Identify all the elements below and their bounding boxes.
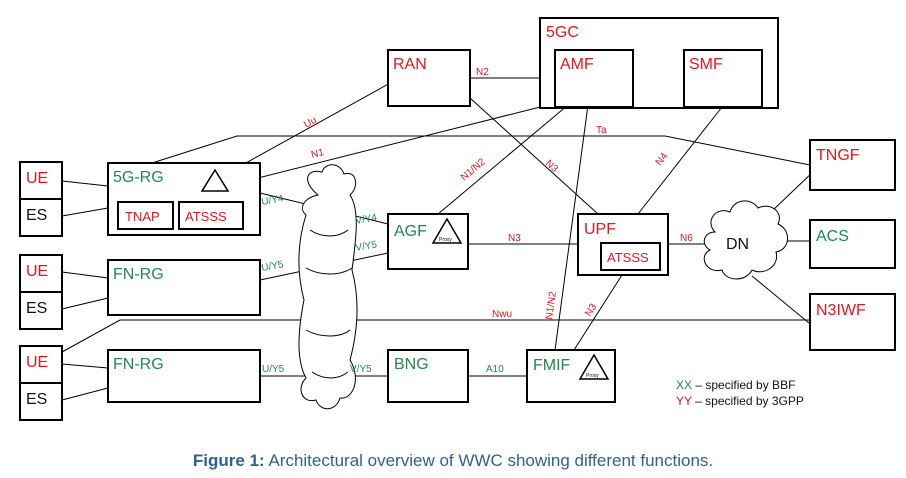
atsss-upf-label: ATSSS [607, 250, 649, 265]
line-ta [151, 135, 811, 166]
if-a10: A10 [486, 364, 504, 375]
n3iwf-label: N3IWF [816, 302, 866, 319]
line-amf-fmif [554, 104, 589, 351]
atsss-rg-label: ATSSS [185, 209, 227, 224]
if-n1n2-fmif: N1/N2 [544, 290, 559, 320]
upf-box: UPF ATSSS [577, 213, 669, 276]
ue-1-label: UE [26, 170, 48, 187]
legend-yy-text: – specified by 3GPP [692, 394, 804, 408]
fn-rg-box-1: FN-RG [107, 259, 261, 316]
es-box-1: ES [19, 198, 63, 237]
caption-label: Figure 1: [192, 451, 265, 470]
fn-rg-2-label: FN-RG [113, 356, 164, 373]
if-n3-fmif: N3 [583, 302, 599, 319]
fn-rg-box-2: FN-RG [107, 349, 261, 403]
line-ran-upf [469, 97, 599, 215]
agf-box: AGF Proxy [387, 213, 469, 270]
line-upf-fmif [573, 274, 623, 351]
ue-box-2: UE [19, 254, 63, 293]
smf-box: SMF [683, 49, 763, 108]
if-ta: Ta [596, 125, 607, 136]
if-n4: N4 [654, 151, 671, 168]
amf-label: AMF [560, 56, 594, 73]
agf-proxy-triangle [431, 217, 463, 244]
rg-proxy-triangle [200, 168, 230, 192]
agf-label: AGF [394, 223, 427, 240]
upf-label: UPF [584, 221, 616, 238]
es-box-3: ES [19, 382, 63, 421]
if-uy5-fn2: U/Y5 [262, 364, 285, 375]
legend: XX – specified by BBF YY – specified by … [676, 378, 804, 408]
access-network-cloud [298, 164, 358, 410]
if-nwu: Nwu [492, 309, 512, 320]
line-dn-n3iwf [751, 275, 816, 329]
line-rg-amf [229, 101, 561, 186]
if-vy4: V/Y4 [355, 212, 379, 227]
legend-bbf: XX – specified by BBF [676, 378, 795, 392]
if-n3-agf: N3 [508, 233, 521, 244]
line-dn-tngf [771, 169, 816, 212]
bng-box: BNG [387, 349, 469, 403]
line-ue1-rg [61, 180, 109, 187]
if-n2: N2 [476, 67, 489, 78]
ue-2-label: UE [26, 263, 48, 280]
ran-label: RAN [393, 56, 427, 73]
if-n3-amf-upf: N3 [543, 158, 560, 175]
tnap-label: TNAP [125, 209, 160, 224]
es-box-2: ES [19, 291, 63, 330]
n3iwf-box: N3IWF [809, 293, 896, 351]
agf-proxy-label: Proxy [439, 237, 452, 243]
amf-box: AMF [554, 49, 634, 108]
interface-labels: N2 Uu N1 Ta N1/N2 N3 N4 U/Y4 V/Y4 V/Y5 U… [261, 67, 694, 375]
line-ue2-fnrg1 [61, 271, 109, 279]
ue-3-label: UE [26, 354, 48, 371]
if-uy5-fn1: U/Y5 [261, 259, 285, 274]
line-smf-upf [637, 106, 723, 215]
line-es3-fnrg2 [61, 387, 109, 401]
fmif-label: FMIF [533, 357, 571, 374]
legend-xx: XX [676, 378, 692, 392]
figure-caption: Figure 1: Architectural overview of WWC … [0, 451, 906, 471]
dn-label: DN [726, 236, 749, 253]
es-2-label: ES [26, 300, 47, 317]
dn-cloud: DN [703, 200, 788, 280]
es-1-label: ES [26, 207, 47, 224]
line-es2-fnrg1 [61, 297, 109, 310]
caption-text: Architectural overview of WWC showing di… [264, 451, 714, 470]
legend-xx-text: – specified by BBF [692, 378, 795, 392]
if-n1n2-agf: N1/N2 [459, 156, 488, 183]
fmif-proxy-triangle [578, 353, 610, 380]
ue-box-1: UE [19, 161, 63, 200]
es-3-label: ES [26, 391, 47, 408]
fn-rg-1-label: FN-RG [113, 266, 164, 283]
if-vy5-bng: V/Y5 [350, 364, 372, 375]
ran-box: RAN [387, 49, 471, 107]
tngf-label: TNGF [816, 147, 860, 164]
bng-label: BNG [394, 356, 429, 373]
acs-label: ACS [816, 228, 849, 245]
if-vy5: V/Y5 [355, 239, 379, 254]
ue-box-3: UE [19, 345, 63, 384]
fmif-proxy-label: Proxy [586, 373, 599, 379]
if-uy4-left: U/Y4 [261, 193, 285, 208]
wwc-architecture-diagram: DN 5GC AMF SMF RAN 5G-RG TNAP ATSSS FN-R… [19, 17, 896, 421]
if-uu: Uu [302, 115, 319, 131]
fmif-box: FMIF Proxy [526, 349, 616, 403]
legend-3gpp: YY – specified by 3GPP [676, 394, 804, 408]
if-n1: N1 [310, 147, 325, 161]
tngf-box: TNGF [809, 139, 896, 191]
acs-box: ACS [809, 219, 896, 269]
smf-label: SMF [689, 56, 723, 73]
5g-rg-label: 5G-RG [113, 169, 164, 186]
line-es1-rg [61, 207, 109, 217]
if-n6: N6 [680, 233, 693, 244]
5g-rg-box: 5G-RG TNAP ATSSS [107, 162, 261, 236]
line-amf-agf [437, 104, 569, 215]
line-nwu [61, 319, 810, 353]
5gc-label: 5GC [546, 24, 579, 41]
line-ue3-fnrg2 [61, 363, 109, 369]
legend-yy: YY [676, 394, 692, 408]
